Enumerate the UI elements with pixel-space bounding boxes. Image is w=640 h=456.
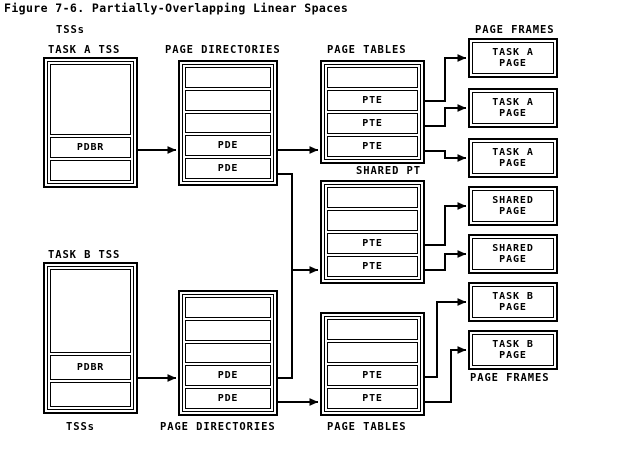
wire-pte-b1-to-frame-6	[425, 298, 467, 378]
task-b-tss-box: PDBR	[43, 262, 138, 414]
pde-a-cell	[185, 112, 271, 134]
pde-b-entry: PDE	[185, 388, 271, 409]
task-a-tss-cell	[50, 64, 131, 135]
wire-pde-a2-to-shared-pt	[278, 173, 319, 274]
wire-pte-a2-to-frame-2	[425, 104, 467, 127]
pde-b-entry: PDE	[185, 365, 271, 387]
page-frame-line1: SHARED	[492, 242, 534, 254]
label-page-frames-bottom: PAGE FRAMES	[470, 372, 550, 384]
shared-pte-entry: PTE	[327, 256, 418, 277]
pte-a-cell	[327, 67, 418, 88]
figure-title: Figure 7-6. Partially-Overlapping Linear…	[4, 1, 349, 15]
label-page-tables-top: PAGE TABLES	[327, 44, 407, 56]
wire-pte-b2-to-frame-7	[425, 346, 467, 403]
page-frame-line2: PAGE	[499, 350, 527, 361]
pde-a-entry: PDE	[185, 158, 271, 179]
pde-b-cell	[185, 297, 271, 318]
page-frame-line2: PAGE	[499, 254, 527, 265]
pte-a-entry: PTE	[327, 90, 418, 111]
label-page-frames-top: PAGE FRAMES	[475, 24, 555, 36]
wire-pde-b1-to-shared-pt	[278, 270, 293, 379]
shared-pte-cell	[327, 210, 418, 231]
pte-b-entry: PTE	[327, 388, 418, 409]
page-frame-line2: PAGE	[499, 158, 527, 169]
page-frame: TASK B PAGE	[468, 330, 558, 370]
page-frame-line1: TASK B	[492, 290, 534, 302]
page-frame: TASK A PAGE	[468, 88, 558, 128]
label-tss-bottom: TSSs	[66, 421, 95, 433]
pde-a-entry: PDE	[185, 135, 271, 157]
task-b-tss-cell	[50, 269, 131, 354]
pde-a-cell	[185, 67, 271, 88]
page-frame: TASK A PAGE	[468, 138, 558, 178]
page-frame-line1: SHARED	[492, 194, 534, 206]
page-frame-line2: PAGE	[499, 108, 527, 119]
label-tss-top: TSSs	[56, 24, 85, 36]
page-directory-a-box: PDE PDE	[178, 60, 278, 186]
page-frame-line2: PAGE	[499, 302, 527, 313]
page-frame-line1: TASK B	[492, 338, 534, 350]
pte-b-cell	[327, 319, 418, 340]
shared-pte-cell	[327, 187, 418, 208]
page-frame: TASK A PAGE	[468, 38, 558, 78]
task-b-tss-cell	[50, 382, 131, 407]
page-frame-line1: TASK A	[492, 96, 534, 108]
shared-page-table-box: PTE PTE	[320, 180, 425, 284]
page-frame-line2: PAGE	[499, 206, 527, 217]
wire-pte-a3-to-frame-3	[425, 150, 467, 162]
wire-shared-pte1-to-frame-4	[425, 202, 467, 246]
page-frame: TASK B PAGE	[468, 282, 558, 322]
label-shared-pt: SHARED PT	[356, 165, 421, 177]
label-task-b-tss: TASK B TSS	[48, 249, 121, 261]
page-frame: SHARED PAGE	[468, 186, 558, 226]
page-table-b-box: PTE PTE	[320, 312, 425, 416]
page-frame-line1: TASK A	[492, 46, 534, 58]
pte-b-entry: PTE	[327, 365, 418, 386]
label-page-tables-bottom: PAGE TABLES	[327, 421, 407, 433]
label-page-directories-top: PAGE DIRECTORIES	[165, 44, 281, 56]
task-a-pdbr-cell: PDBR	[50, 136, 131, 158]
pde-b-cell	[185, 342, 271, 364]
page-directory-b-box: PDE PDE	[178, 290, 278, 416]
label-task-a-tss: TASK A TSS	[48, 44, 121, 56]
label-page-directories-bottom: PAGE DIRECTORIES	[160, 421, 276, 433]
task-a-tss-cell	[50, 159, 131, 181]
page-frame: SHARED PAGE	[468, 234, 558, 274]
pte-a-entry: PTE	[327, 113, 418, 134]
page-frame-line1: TASK A	[492, 146, 534, 158]
pte-a-entry: PTE	[327, 136, 418, 157]
shared-pte-entry: PTE	[327, 233, 418, 254]
page-table-a-box: PTE PTE PTE	[320, 60, 425, 164]
wire-pte-a1-to-frame-1	[425, 54, 467, 102]
pde-b-cell	[185, 319, 271, 341]
task-a-tss-box: PDBR	[43, 57, 138, 188]
page-frame-line2: PAGE	[499, 58, 527, 69]
task-b-pdbr-cell: PDBR	[50, 355, 131, 381]
pte-b-cell	[327, 342, 418, 363]
wire-shared-pte2-to-frame-5	[425, 250, 467, 271]
pde-a-cell	[185, 89, 271, 111]
